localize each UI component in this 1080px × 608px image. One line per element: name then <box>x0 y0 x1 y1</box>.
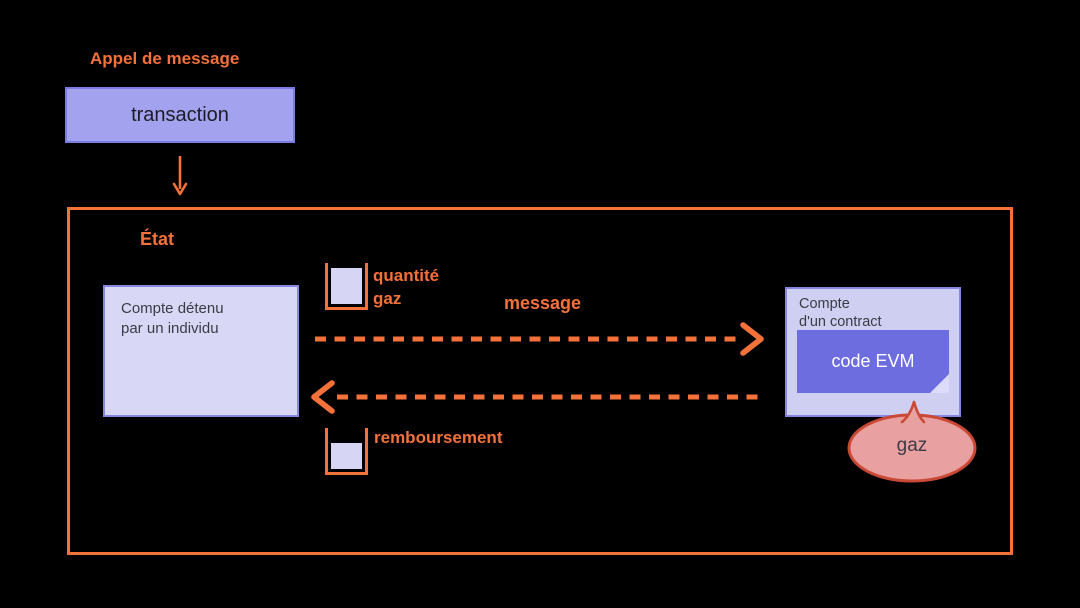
transaction-label: transaction <box>131 103 229 126</box>
evm-code-label: code EVM <box>831 351 915 371</box>
down-arrow-icon <box>172 156 188 196</box>
refund-fill <box>331 443 362 469</box>
message-arrow-label: message <box>504 293 582 313</box>
individual-account-line1: Compte détenu <box>121 300 224 317</box>
message-dashed-arrow <box>315 322 764 356</box>
individual-account-line2: par un individu <box>121 320 219 337</box>
gas-bubble-label: gaz <box>896 435 928 456</box>
refund-beaker-icon <box>325 428 368 475</box>
refund-label: remboursement <box>374 428 503 447</box>
contract-account-line1: Compte <box>799 296 850 312</box>
gas-quantity-label: quantité gaz <box>373 264 439 310</box>
contract-account-line2: d'un contract <box>799 314 882 330</box>
gas-quantity-beaker-icon <box>325 263 368 310</box>
message-call-title: Appel de message <box>90 49 240 68</box>
state-label: État <box>140 229 175 249</box>
transaction-box: transaction <box>65 87 295 143</box>
gas-bubble <box>847 400 977 483</box>
evm-code-note: code EVM <box>797 330 949 393</box>
refund-dashed-arrow <box>311 380 762 414</box>
gas-quantity-fill <box>331 268 362 304</box>
state-frame <box>67 207 1013 555</box>
gas-quantity-label-line1: quantité <box>373 266 440 285</box>
individual-account-box: Compte détenu par un individu <box>103 285 299 417</box>
gas-quantity-label-line2: gaz <box>373 289 402 308</box>
